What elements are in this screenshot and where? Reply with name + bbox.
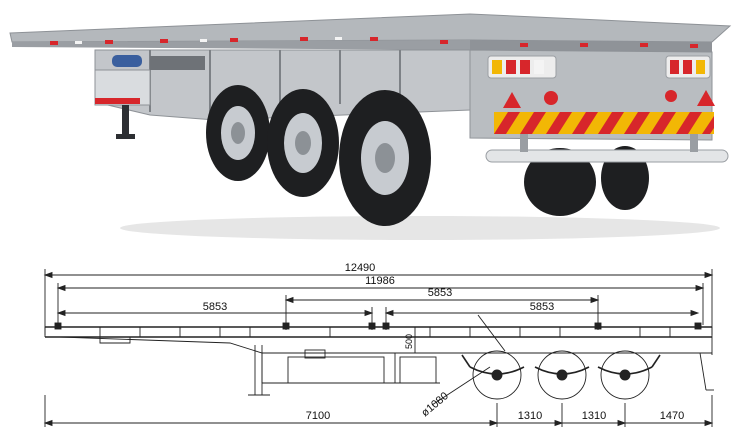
ground-shadow (120, 216, 720, 240)
side-rail-height-label: 500 (404, 334, 414, 349)
rear-lamp-right (665, 55, 711, 79)
lock-spacing-2-label: 5853 (428, 287, 452, 299)
deck-length-dimension (56, 283, 705, 325)
air-tank-drawing (304, 349, 326, 359)
spare-wheel-box (399, 356, 437, 384)
gooseneck-frame (59, 336, 712, 384)
deck-side-view (44, 326, 713, 355)
lock-spacing-1-dimension (56, 307, 374, 330)
air-tank (112, 55, 142, 67)
lock-leader (477, 314, 506, 352)
landing-gear-drawing (248, 345, 270, 396)
bottom-dimensions (43, 395, 714, 427)
triangle-reflector-right (697, 90, 715, 106)
deck-side-edge (12, 40, 470, 50)
rear-bumper-drawing (699, 352, 714, 391)
kingpin-to-axle-label: 7100 (306, 410, 330, 422)
twist-locks (54, 322, 702, 330)
toolbox (287, 356, 385, 384)
rear-fog-lamp-right (665, 90, 677, 102)
axle-spacing-1-label: 1310 (518, 410, 542, 422)
wheel-diameter-label: ø1080 (419, 390, 451, 419)
triangle-reflector-left (503, 92, 521, 108)
rear-underrun-bumper (485, 134, 729, 163)
wheel-1 (472, 350, 522, 400)
spare-wheel-carrier (150, 56, 205, 70)
stake-pockets (99, 327, 671, 337)
landing-gear (116, 105, 135, 139)
axle-spacing-2-label: 1310 (582, 410, 606, 422)
trailer-photo (9, 13, 732, 240)
rear-lamp-left (487, 55, 557, 79)
wheel-diameter-leader (431, 366, 491, 406)
dimension-drawing: 12490 11986 5853 5853 5853 500 ø1080 710… (43, 262, 714, 427)
rear-fog-lamp-left (544, 91, 558, 105)
rear-warning-strip (494, 112, 714, 134)
wheel-2 (537, 350, 587, 400)
lock-spacing-3-label: 5853 (530, 301, 554, 313)
side-guard-reflector (95, 98, 140, 104)
tire-front-axle (206, 85, 270, 181)
tire-rear-axle (339, 90, 431, 226)
wheel-3 (600, 350, 650, 400)
lock-spacing-1-label: 5853 (203, 301, 227, 313)
overall-length-label: 12490 (345, 262, 376, 274)
deck-rear-edge (470, 40, 712, 52)
tire-middle-axle (267, 89, 339, 197)
side-marker-lights (50, 37, 698, 48)
rear-overhang-label: 1470 (660, 410, 684, 422)
deck-length-label: 11986 (365, 275, 395, 287)
overall-length-dimension (43, 269, 714, 335)
lock-spacing-3-dimension (384, 307, 700, 330)
suspension (461, 354, 661, 375)
side-reflectors (75, 37, 342, 44)
